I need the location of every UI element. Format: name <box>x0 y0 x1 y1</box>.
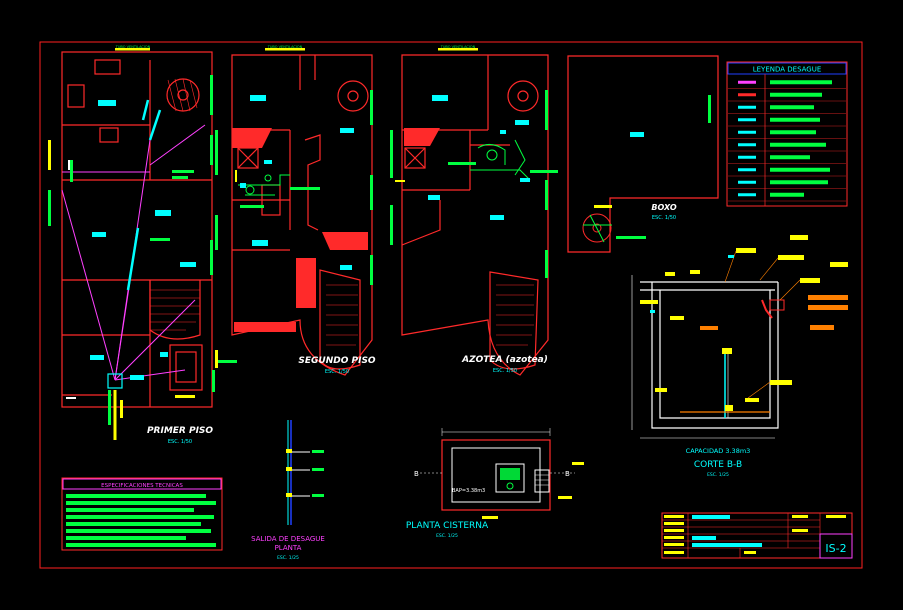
duct-plan[interactable]: BOXO ESC. 1/50 <box>567 55 719 253</box>
cistern-section-marker-left: B <box>414 470 419 478</box>
cistern-section-marker-right: B <box>565 470 570 478</box>
second-floor-title: SEGUNDO PISO <box>298 356 376 366</box>
drain-outlet-detail[interactable]: SALIDA DE DESAGUE PLANTA ESC. 1/25 <box>251 420 325 561</box>
specs-title: ESPECIFICACIONES TECNICAS <box>101 483 183 489</box>
legend-description <box>770 192 804 197</box>
legend-symbol <box>738 93 756 97</box>
second-floor-plan[interactable]: SEGUNDO PISO ESC. 1/50 TUBO VENTILACION <box>215 45 376 376</box>
legend-symbol <box>738 180 756 184</box>
roof-scale: ESC. 1/50 <box>493 368 517 374</box>
legend-symbol <box>738 118 756 122</box>
legend-description <box>770 117 820 122</box>
second-floor-scale: ESC. 1/50 <box>325 369 349 375</box>
legend-symbol <box>738 105 756 109</box>
legend-symbol <box>738 143 756 147</box>
cistern-plan-title: PLANTA CISTERNA <box>406 521 489 531</box>
legend-description <box>770 155 810 160</box>
technical-specifications: ESPECIFICACIONES TECNICAS <box>61 477 223 551</box>
title-block: IS-2 <box>661 512 853 559</box>
sheet-border <box>39 41 863 569</box>
roof-title: AZOTEA (azotea) <box>461 355 548 365</box>
roof-vent-label: TUBO VENTILACION <box>440 45 476 49</box>
legend-description <box>770 180 828 185</box>
section-capacity: CAPACIDAD 3.38m3 <box>686 447 751 455</box>
cistern-capacity-label: BAP=3.38m3 <box>452 488 485 494</box>
legend-description <box>770 80 832 85</box>
legend-description <box>770 92 822 97</box>
sheet-number: IS-2 <box>825 542 846 555</box>
drain-outlet-scale: ESC. 1/25 <box>277 555 299 561</box>
legend-description <box>770 142 826 147</box>
section-scale: ESC. 1/25 <box>707 472 729 478</box>
drain-outlet-subtitle: PLANTA <box>275 544 302 552</box>
duct-scale: ESC. 1/50 <box>652 215 676 221</box>
legend-symbol <box>738 80 756 84</box>
roof-plan[interactable]: AZOTEA (azotea) ESC. 1/50 TUBO VENTILACI… <box>390 45 558 376</box>
duct-title: BOXO <box>651 203 676 212</box>
legend-rows <box>728 80 846 202</box>
legend-title: LEYENDA DESAGUE <box>753 66 822 74</box>
first-floor-vent-label: TUBO VENTILACION <box>115 45 151 49</box>
legend-symbol <box>738 130 756 134</box>
section-b-b[interactable]: CAPACIDAD 3.38m3 CORTE B-B ESC. 1/25 <box>631 235 848 478</box>
legend-description <box>770 167 830 172</box>
legend-description <box>770 105 814 110</box>
cistern-plan-scale: ESC. 1/25 <box>436 533 458 539</box>
legend-symbol <box>738 193 756 197</box>
drainage-legend: LEYENDA DESAGUE <box>726 61 848 207</box>
first-floor-scale: ESC. 1/50 <box>168 439 192 445</box>
drain-outlet-title: SALIDA DE DESAGUE <box>251 535 325 543</box>
second-floor-vent-label: TUBO VENTILACION <box>267 45 303 49</box>
section-title: CORTE B-B <box>694 460 742 470</box>
first-floor-title: PRIMER PISO <box>147 426 213 436</box>
cistern-plan[interactable]: B B BAP=3.38m3 PLANTA CISTERNA ESC. 1/25 <box>406 428 584 539</box>
first-floor-plan[interactable]: PRIMER PISO ESC. 1/50 TUBO VENTILACION <box>48 45 237 445</box>
legend-description <box>770 130 816 135</box>
legend-symbol <box>738 168 756 172</box>
legend-symbol <box>738 155 756 159</box>
